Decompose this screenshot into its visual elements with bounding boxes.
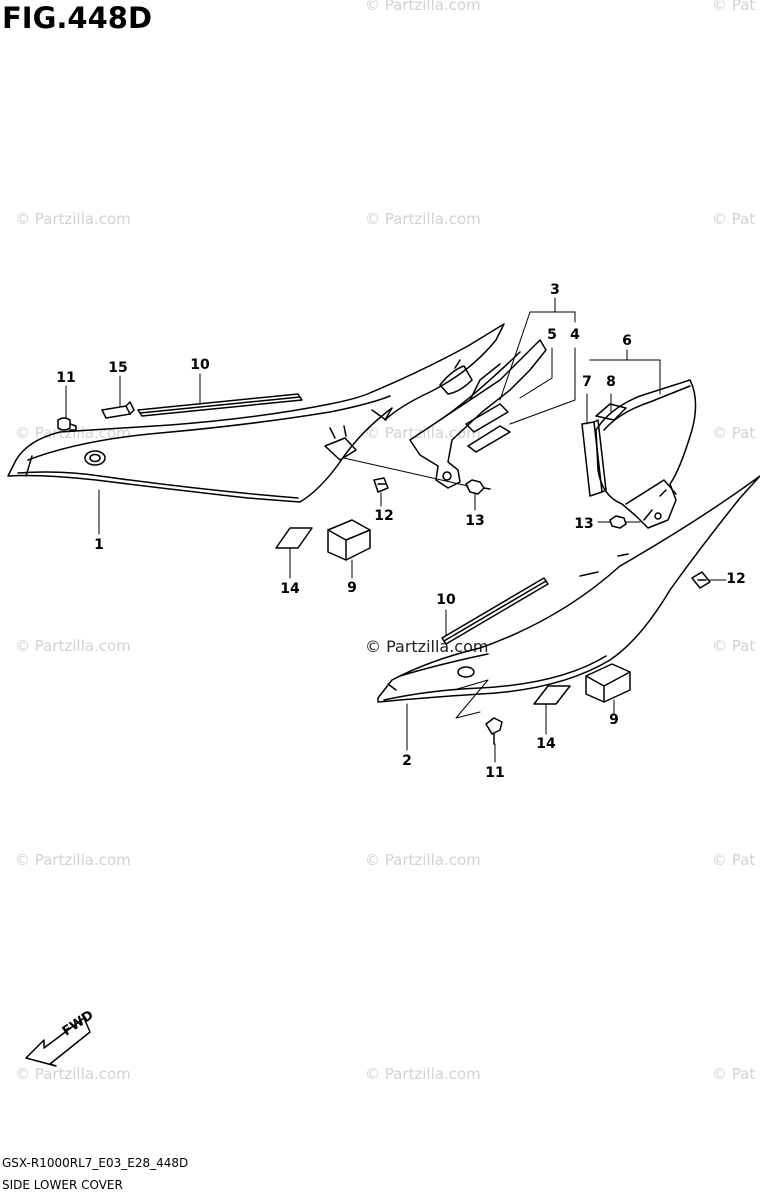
part-11-screw-lower (485, 717, 503, 745)
watermark: © Pat (712, 210, 756, 228)
leader-lines (65, 297, 727, 763)
callout-12-lower: 12 (726, 571, 746, 587)
callout-1: 1 (94, 537, 104, 553)
fwd-arrow-icon (25, 1017, 91, 1067)
watermark: © Pat (712, 0, 756, 14)
part-14-pad-lower (533, 685, 571, 705)
watermark: © Pat (712, 1065, 756, 1083)
callout-12-upper: 12 (374, 508, 394, 524)
model-code: GSX-R1000RL7_E03_E28_448D (2, 1156, 189, 1170)
callout-2: 2 (402, 753, 412, 769)
part-3-bracket-assembly (409, 339, 547, 489)
part-14-pad-upper (275, 527, 313, 549)
part-12-clip-upper (373, 477, 389, 493)
callout-8: 8 (606, 374, 616, 390)
callout-13-upper: 13 (465, 513, 485, 529)
part-15-pad (101, 401, 135, 419)
part-10-strip-upper (137, 393, 303, 417)
part-6-cover-right (581, 379, 697, 529)
watermark: © Partzilla.com (365, 1065, 481, 1083)
watermark: © Partzilla.com (15, 637, 131, 655)
watermark: © Partzilla.com (15, 1065, 131, 1083)
watermark: © Pat (712, 637, 756, 655)
figure-caption: SIDE LOWER COVER (2, 1178, 123, 1192)
callout-13-lower: 13 (574, 516, 594, 532)
part-12-clip-lower (691, 571, 711, 589)
figure-title: FIG.448D (2, 1, 153, 35)
callout-14-lower: 14 (536, 736, 556, 752)
watermark: © Partzilla.com (365, 0, 481, 14)
watermark: © Partzilla.com (15, 851, 131, 869)
part-13-screw-upper (343, 457, 491, 495)
callout-9-upper: 9 (347, 580, 357, 596)
callout-5: 5 (547, 327, 557, 343)
callout-15: 15 (108, 360, 128, 376)
callout-3: 3 (550, 282, 560, 298)
callout-14-upper: 14 (280, 581, 300, 597)
callout-6: 6 (622, 333, 632, 349)
part-11-screw-upper (57, 417, 77, 431)
part-1-side-lower-cover-left (7, 323, 505, 503)
callout-11-upper: 11 (56, 370, 76, 386)
part-9-damper-upper (327, 519, 371, 561)
part-10-strip-lower (441, 577, 549, 645)
watermark: © Partzilla.com (365, 424, 481, 442)
callout-9-lower: 9 (609, 712, 619, 728)
part-13-screw-lower (609, 515, 641, 529)
callout-10-lower: 10 (436, 592, 456, 608)
part-9-damper-lower (585, 663, 631, 703)
callout-10-upper: 10 (190, 357, 210, 373)
callout-11-lower: 11 (485, 765, 505, 781)
callout-4: 4 (570, 327, 580, 343)
part-2-side-lower-cover-right (377, 475, 760, 719)
watermark-center: © Partzilla.com (365, 637, 489, 656)
watermark: © Partzilla.com (365, 851, 481, 869)
watermark: © Pat (712, 424, 756, 442)
callout-7: 7 (582, 374, 592, 390)
watermark: © Pat (712, 851, 756, 869)
watermark: © Partzilla.com (15, 210, 131, 228)
watermark: © Partzilla.com (365, 210, 481, 228)
